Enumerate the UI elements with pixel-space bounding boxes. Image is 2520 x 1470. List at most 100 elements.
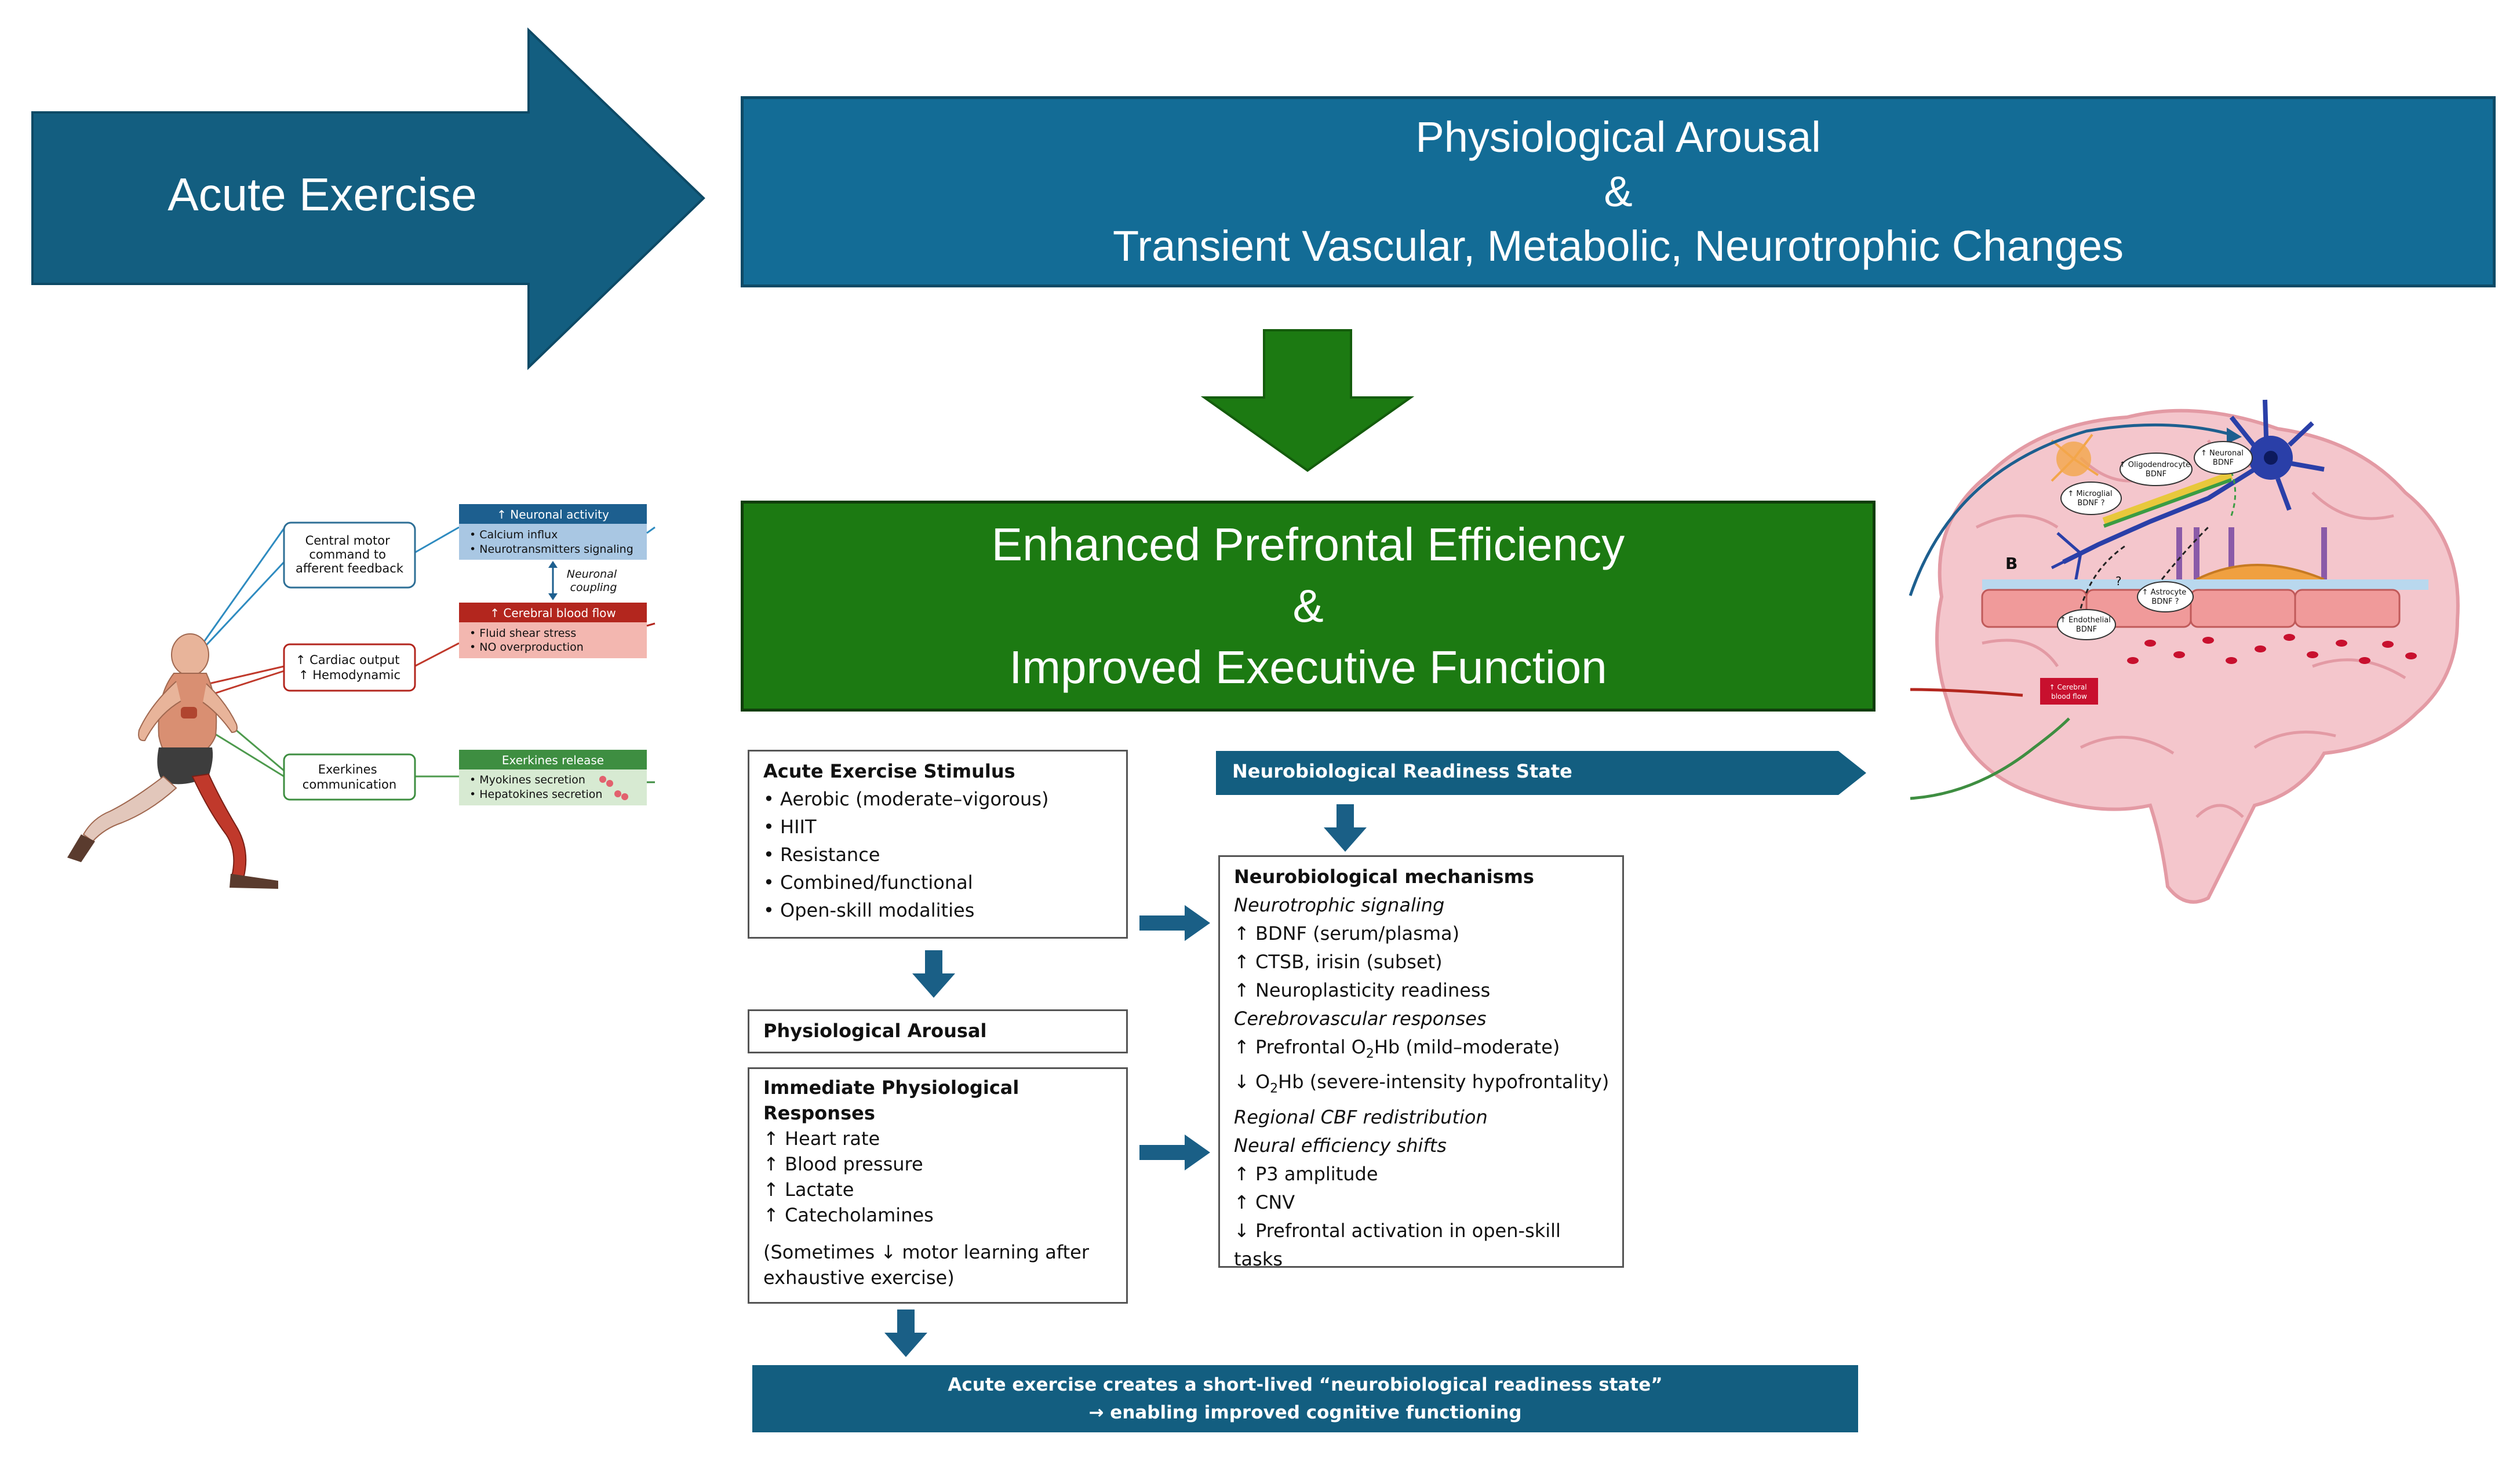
brain-question-mark: ? <box>2115 574 2122 588</box>
neurotrophic-item-2: ↑ CTSB, irisin (subset) <box>1234 951 1443 973</box>
cardio-box-line2: ↑ Hemodynamic <box>298 668 400 682</box>
prefrontal-activation-line2: tasks <box>1234 1248 1283 1270</box>
arousal-banner-line2: & <box>1604 167 1633 216</box>
svg-text:Neuronal coupling: Neuronal coupling <box>567 568 620 594</box>
svg-text:↑ Microglial BDNF ?: ↑ Microglial BDNF ? <box>2067 490 2114 508</box>
green-banner-line2: & <box>1292 580 1324 632</box>
motor-box-line2: command to <box>309 548 386 561</box>
prefrontal-activation-line1: ↓ Prefrontal activation in open-skill <box>1234 1219 1561 1242</box>
microglial-label-1: ↑ Microglial <box>2067 490 2112 498</box>
o2hb-down-sub: 2 <box>1270 1081 1279 1096</box>
neuronal-bdnf-label-2: BDNF <box>2213 458 2234 467</box>
cerebral-flow-label-2: blood flow <box>2051 692 2087 701</box>
neurotrophic-item-1: ↑ BDNF (serum/plasma) <box>1234 922 1460 944</box>
neuronal-item-2: • Neurotransmitters signaling <box>469 543 633 556</box>
endothelial-label-1: ↑ Endothelial <box>2060 616 2111 625</box>
svg-text:• Fluid shear stress • NO: • Fluid shear stress • NO overproduction <box>469 627 584 654</box>
svg-text:↑ Oligodendrocyte BDNF: ↑ Oligodendrocyte BDNF <box>2120 461 2193 479</box>
cardio-box-line1: ↑ Cardiac output <box>296 653 400 667</box>
responses-item-2: ↑ Blood pressure <box>763 1153 923 1175</box>
oligodendrocyte-label-1: ↑ Oligodendrocyte <box>2120 461 2190 469</box>
svg-text:Exerkines communication: Exerkines communication <box>303 763 396 791</box>
o2hb-up-sub: 2 <box>1365 1046 1374 1062</box>
svg-text:↑ Astrocyte BDNF ?: ↑ Astrocyte BDNF ? <box>2142 588 2189 606</box>
o2hb-down-prefix: ↓ O <box>1234 1071 1270 1093</box>
stimulus-title: Acute Exercise Stimulus <box>763 760 1015 782</box>
readiness-banner-label: Neurobiological Readiness State <box>1232 760 1572 782</box>
o2hb-down-line: ↓ O2Hb (severe-intensity hypofrontality) <box>1234 1068 1609 1103</box>
svg-text:Central motor command to: Central motor command to afferent feedba… <box>296 534 404 575</box>
right-arrow-2 <box>1139 1135 1210 1170</box>
prefrontal-efficiency-banner: Enhanced Prefrontal Efficiency & Improve… <box>741 501 1876 712</box>
neural-item-1: ↑ P3 amplitude <box>1234 1162 1378 1185</box>
responses-title-1: Immediate Physiological <box>763 1077 1019 1099</box>
brain-label-b: B <box>2005 554 2018 573</box>
oligodendrocyte-label-2: BDNF <box>2146 470 2166 479</box>
exerkines-box-line1: Exerkines <box>318 763 377 776</box>
svg-text:• Calcium influx • Neurotr: • Calcium influx • Neurotransmitters sig… <box>469 528 633 556</box>
down-arrow-2 <box>884 1309 927 1357</box>
blood-item-2: • NO overproduction <box>469 641 584 654</box>
o2hb-up-line: ↑ Prefrontal O2Hb (mild–moderate) <box>1234 1033 1608 1068</box>
neurotrophic-item-3: ↑ Neuroplasticity readiness <box>1234 979 1491 1001</box>
exerkines-box-line2: communication <box>303 778 396 791</box>
down-arrow-3 <box>1324 804 1367 852</box>
responses-item-1: ↑ Heart rate <box>763 1128 880 1150</box>
mechanisms-title: Neurobiological mechanisms <box>1234 866 1534 888</box>
stimulus-item-4: • Combined/functional <box>763 871 973 893</box>
readiness-summary-banner: Acute exercise creates a short-lived “ne… <box>752 1365 1858 1432</box>
acute-exercise-label: Acute Exercise <box>167 169 477 220</box>
stimulus-box: Acute Exercise Stimulus • Aerobic (moder… <box>748 750 1128 939</box>
svg-text:• Myokines secretion • Hep: • Myokines secretion • Hepatokines secre… <box>469 774 602 801</box>
responses-item-3: ↑ Lactate <box>763 1179 854 1201</box>
mechanisms-box: Neurobiological mechanisms Neurotrophic … <box>1218 855 1624 1270</box>
exerkines-release-header: Exerkines release <box>502 753 604 767</box>
green-banner-line1: Enhanced Prefrontal Efficiency <box>991 519 1625 570</box>
right-arrow-1 <box>1139 905 1210 941</box>
neuronal-item-1: • Calcium influx <box>469 528 558 541</box>
cerebral-flow-label-1: ↑ Cerebral <box>2049 683 2087 691</box>
neural-item-2: ↑ CNV <box>1234 1191 1295 1213</box>
neurotrophic-heading: Neurotrophic signaling <box>1234 894 1445 916</box>
green-down-arrow <box>1200 329 1415 472</box>
exerkines-item-1: • Myokines secretion <box>469 774 585 786</box>
physiological-arousal-box: Physiological Arousal <box>748 1009 1128 1053</box>
microglial-label-2: BDNF ? <box>2077 499 2104 508</box>
svg-text:↑ Endothelial BDNF: ↑ Endothelial BDNF <box>2060 616 2113 634</box>
svg-text:↑ Cardiac output ↑ Hemodyn: ↑ Cardiac output ↑ Hemodynamic <box>296 653 403 682</box>
cbf-heading: Regional CBF redistribution <box>1234 1106 1488 1128</box>
runner-figure <box>67 633 278 889</box>
exerkines-item-2: • Hepatokines secretion <box>469 788 602 801</box>
stimulus-item-1: • Aerobic (moderate–vigorous) <box>763 788 1049 810</box>
svg-text:↑ Cerebral blood flow: ↑ Cerebral blood flow <box>2049 683 2089 701</box>
motor-box-line1: Central motor <box>305 534 391 548</box>
endothelial-label-2: BDNF <box>2076 625 2097 634</box>
coupling-label-line1: Neuronal <box>567 568 617 581</box>
stimulus-item-3: • Resistance <box>763 844 880 866</box>
o2hb-up-suffix: Hb (mild–moderate) <box>1374 1036 1560 1058</box>
responses-note-1: (Sometimes ↓ motor learning after <box>763 1241 1089 1263</box>
down-arrow-1 <box>912 950 955 998</box>
svg-text:↑ Neuronal BDNF: ↑ Neuronal BDNF <box>2201 449 2246 467</box>
o2hb-up-prefix: ↑ Prefrontal O <box>1234 1036 1366 1058</box>
astrocyte-label-2: BDNF ? <box>2151 597 2179 606</box>
stimulus-item-2: • HIIT <box>763 816 817 838</box>
coupling-label-line2: coupling <box>570 581 617 594</box>
arousal-box-title: Physiological Arousal <box>763 1020 987 1042</box>
responses-title-2: Responses <box>763 1102 875 1124</box>
readiness-banner-shape <box>1216 751 1866 795</box>
summary-line1: Acute exercise creates a short-lived “ne… <box>948 1374 1663 1395</box>
brain-diagram: B ↑ Microglial BDNF ? ↑ Oligodendrocyte … <box>1909 399 2460 904</box>
arousal-changes-banner: Physiological Arousal & Transient Vascul… <box>741 96 2496 287</box>
responses-item-4: ↑ Catecholamines <box>763 1204 934 1226</box>
immediate-responses-box: Immediate Physiological Responses ↑ Hear… <box>748 1067 1128 1304</box>
stimulus-item-5: • Open-skill modalities <box>763 899 975 921</box>
neuronal-header: ↑ Neuronal activity <box>497 508 609 521</box>
summary-line2: → enabling improved cognitive functionin… <box>1088 1402 1522 1423</box>
green-banner-line3: Improved Executive Function <box>1009 641 1607 693</box>
motor-box-line3: afferent feedback <box>296 561 404 575</box>
astrocyte-label-1: ↑ Astrocyte <box>2142 588 2187 597</box>
blood-item-1: • Fluid shear stress <box>469 627 576 640</box>
o2hb-down-suffix: Hb (severe-intensity hypofrontality) <box>1278 1071 1609 1093</box>
arousal-banner-line1: Physiological Arousal <box>1415 113 1821 161</box>
